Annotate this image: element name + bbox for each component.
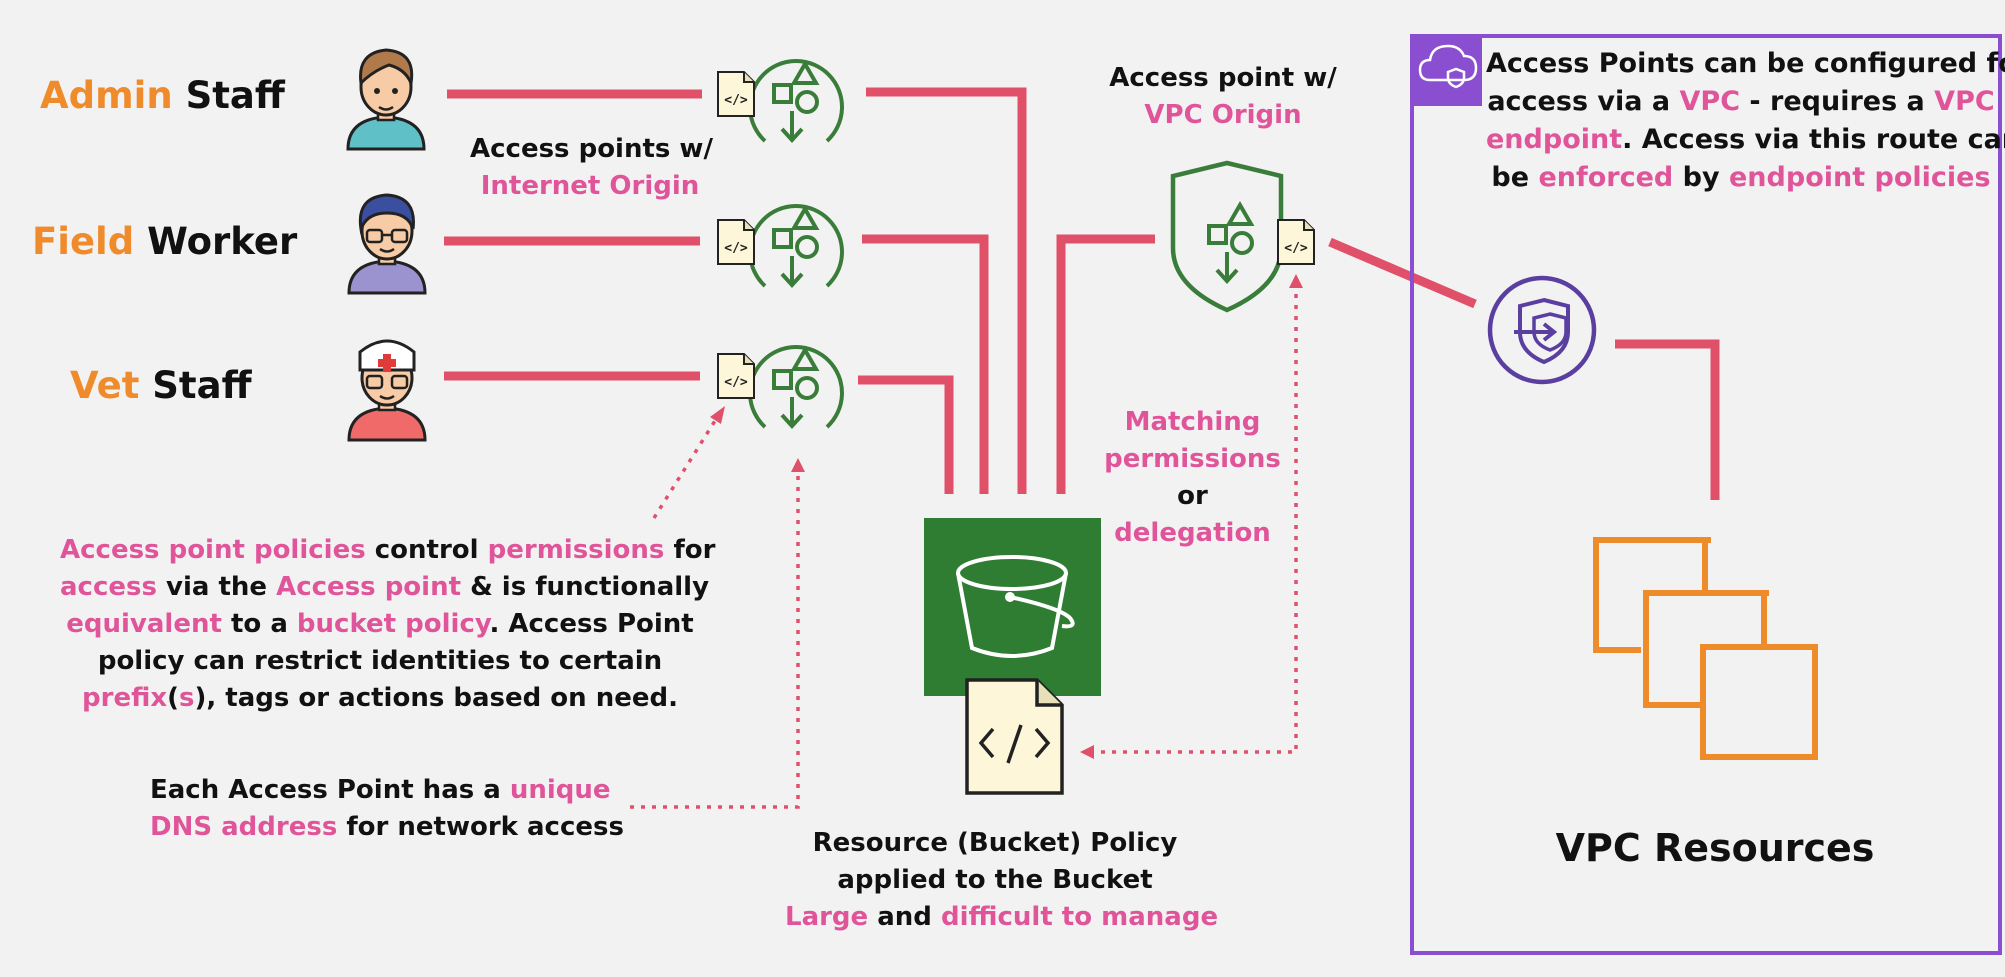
vet-staff-avatar [347,339,427,442]
matching-line1: Matching [1124,407,1261,437]
bucket-policy-note: Resource (Bucket) Policy applied to the … [785,825,1219,936]
actor-label-vet-staff: Vet Staff [70,364,252,407]
actor-role-highlight: Field [32,220,135,263]
bucket-note-line1: Resource (Bucket) Policy [812,828,1178,858]
matching-line4: delegation [1114,518,1271,548]
bucket-note-line3: Large and difficult to manage [785,902,1219,932]
dns-address-note: Each Access Point has a unique DNS addre… [150,772,624,846]
policy-document-icon [717,353,755,399]
vpc-note-line1: Access Points can be configured for [1486,48,2005,79]
policy-document-icon [717,71,755,117]
vpc-note-line3: endpoint. Access via this route can [1486,124,2005,155]
vpc-note-line2: access via a VPC - requires a VPC [1487,86,1995,117]
s3-bucket-icon [924,518,1101,696]
actor-label-field-worker: Field Worker [32,220,297,263]
policy-document-icon [717,219,755,265]
policy-note-line4: policy can restrict identities to certai… [97,646,663,676]
actor-role-rest: Worker [134,220,298,263]
vpc-access-note: Access Points can be configured for acce… [1486,45,2005,197]
actor-role-highlight: Vet [70,364,140,407]
actor-label-admin-staff: Admin Staff [40,74,285,117]
vpc-origin-line2: VPC Origin [1144,100,1302,130]
field-worker-avatar [347,193,427,295]
access-point-policy-note: Access point policies control permission… [60,532,716,717]
actor-role-rest: Staff [172,74,285,117]
dotted-arrows [630,283,1298,809]
bucket-policy-document-icon [965,678,1064,795]
matching-line3: or [1177,481,1208,511]
actor-role-highlight: Admin [40,74,173,117]
vpc-access-point-icon [1170,160,1284,313]
policy-note-line1: Access point policies control permission… [60,535,716,565]
dns-note-line2: DNS address for network access [150,812,624,842]
matching-permissions-note: Matching permissions or delegation [1100,404,1285,552]
vpc-origin-line1: Access point w/ [1109,63,1337,93]
connection-lines [444,87,1720,500]
dns-note-line1: Each Access Point has a unique [150,775,611,805]
policy-note-line2: access via the Access point & is functio… [60,572,710,602]
policy-document-icon [1277,219,1315,265]
admin-staff-avatar [346,48,426,151]
internet-origin-label: Access points w/ Internet Origin [470,131,713,205]
actor-role-rest: Staff [139,364,252,407]
bucket-note-line2: applied to the Bucket [837,865,1153,895]
vpc-endpoint-icon [1487,275,1597,385]
access-point-icon [748,59,844,143]
policy-note-line5: prefix(s), tags or actions based on need… [82,683,678,713]
ec2-instances-icon [1593,537,1818,760]
vpc-origin-label: Access point w/ VPC Origin [1108,60,1338,134]
vpc-note-line4: be enforced by endpoint policies [1491,162,1991,193]
vpc-resources-label: VPC Resources [1555,826,1875,870]
vpc-boundary [1410,34,2002,955]
access-point-icon [748,204,844,288]
matching-line2: permissions [1104,444,1281,474]
vpc-cloud-icon [1412,36,1482,106]
policy-note-line3: equivalent to a bucket policy. Access Po… [66,609,694,639]
arrow-heads [710,274,1303,759]
internet-origin-line2: Internet Origin [480,171,700,201]
internet-origin-line1: Access points w/ [470,134,713,164]
access-point-icon [748,345,844,429]
